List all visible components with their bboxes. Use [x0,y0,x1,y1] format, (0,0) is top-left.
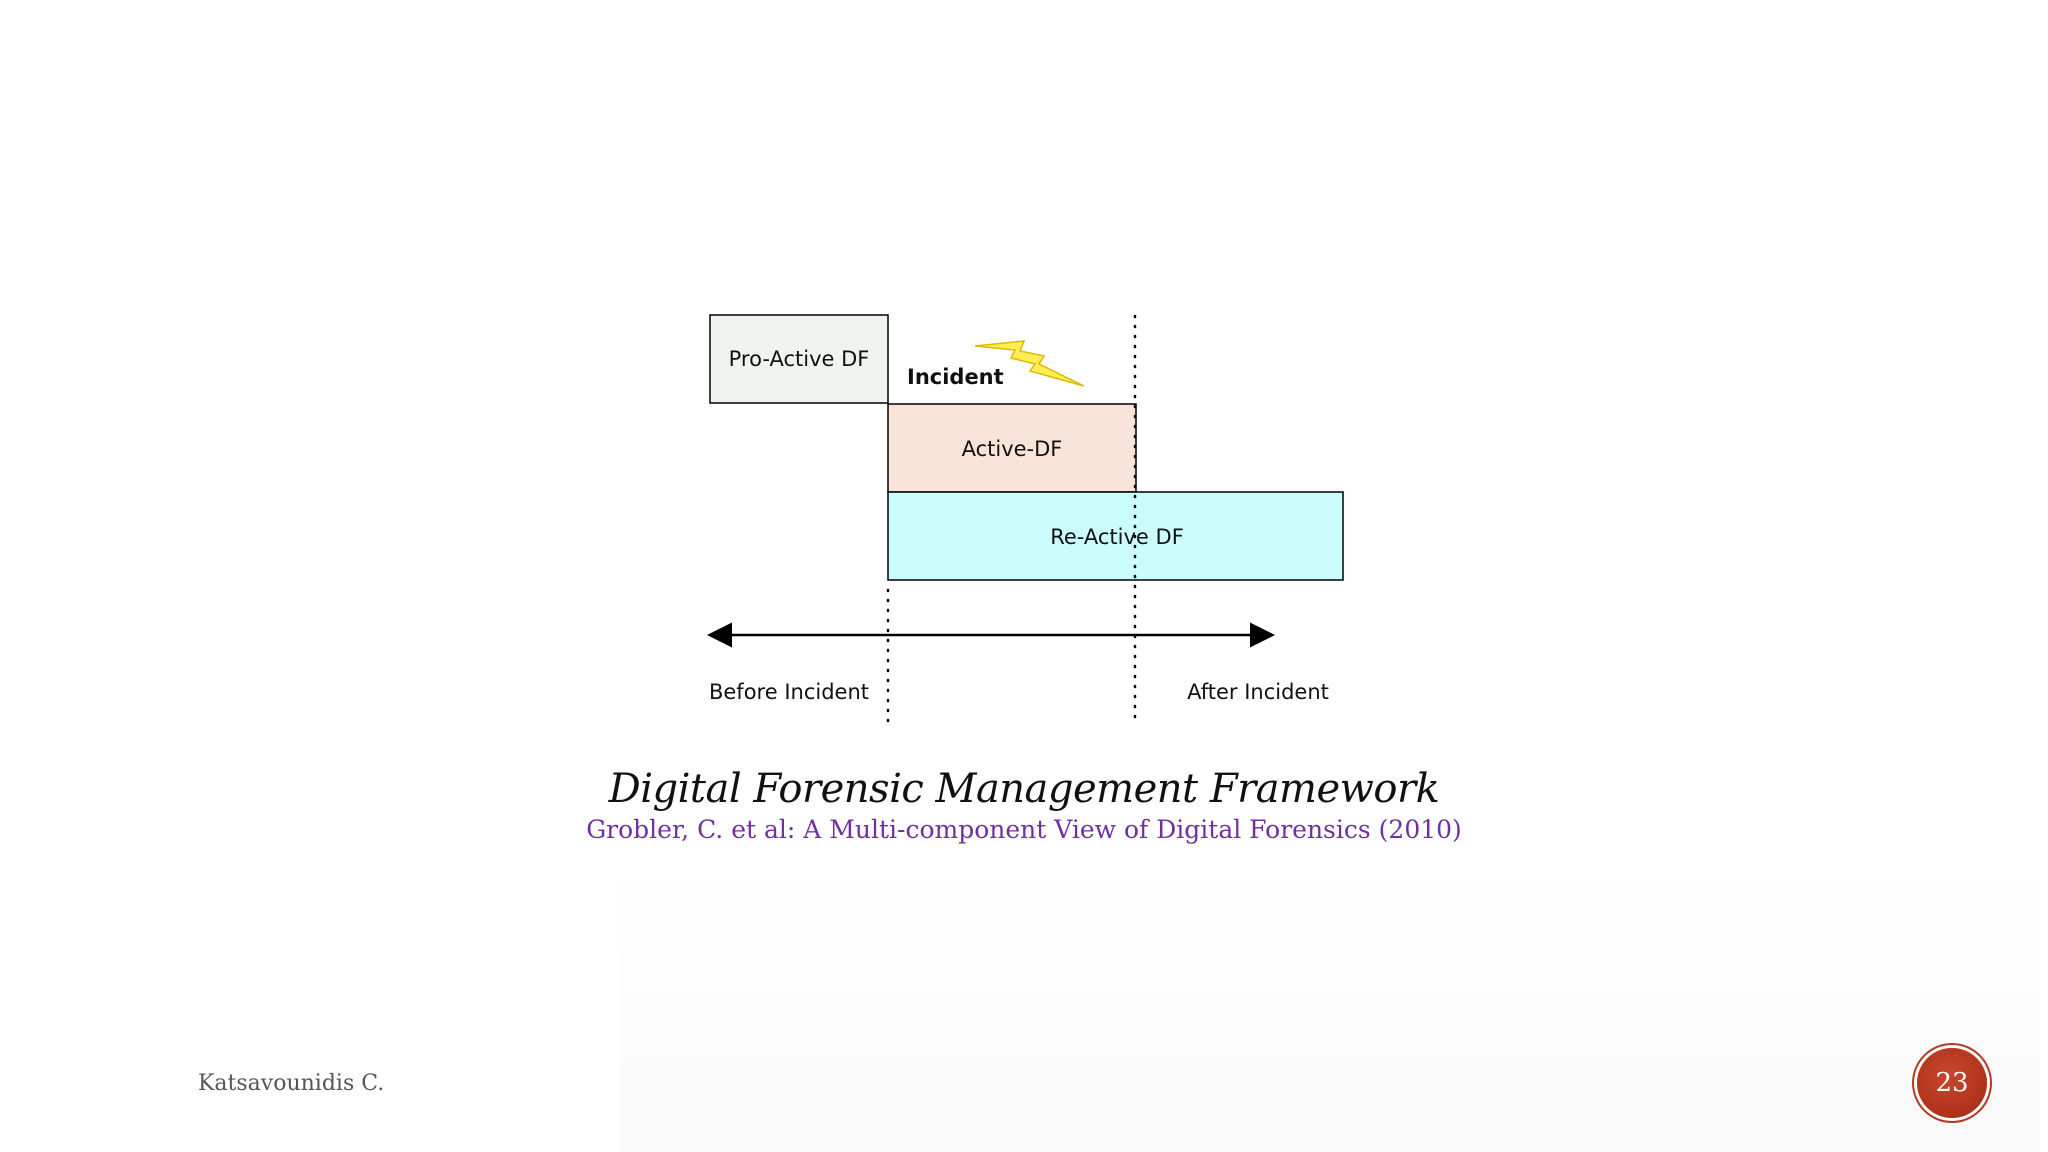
footer-author: Katsavounidis C. [198,1071,385,1096]
proactive-box [709,314,889,404]
page-number: 23 [1935,1068,1969,1098]
active-box [887,403,1137,493]
before-incident-label: Before Incident [709,680,869,704]
incident-label: Incident [907,365,1004,389]
reactive-box [887,491,1344,581]
reactive-box-label: Re-Active DF [1050,525,1184,549]
active-box-label: Active-DF [962,437,1063,461]
lightning-bolt-icon [974,340,1085,387]
after-incident-label: After Incident [1187,680,1329,704]
page-number-badge: 23 [1917,1048,1987,1118]
proactive-box-label: Pro-Active DF [729,347,870,371]
caption-citation: Grobler, C. et al: A Multi-component Vie… [586,815,1462,844]
background-fade [620,860,2040,1152]
caption-title: Digital Forensic Management Framework [608,766,1440,812]
